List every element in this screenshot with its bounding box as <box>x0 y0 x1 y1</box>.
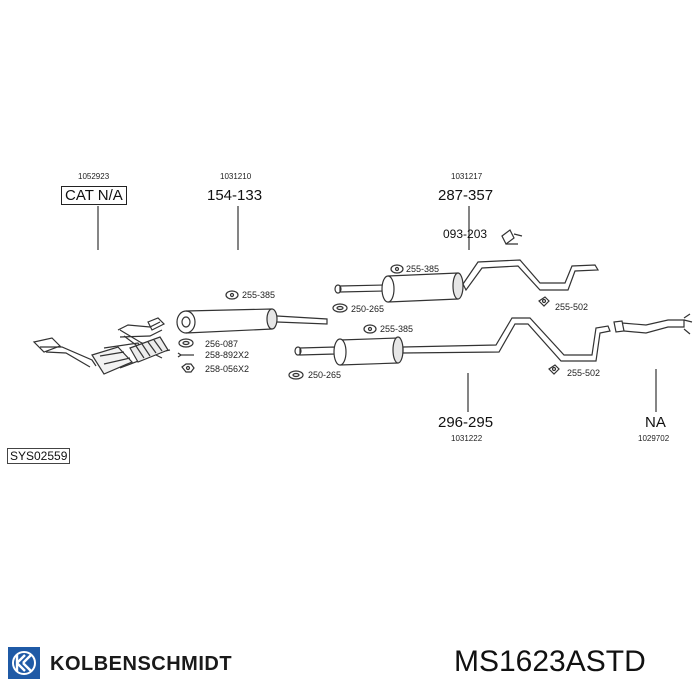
part-label-255-502-b: 255-502 <box>567 368 601 378</box>
rear-upper-code: 287-357 <box>438 187 494 204</box>
catalyst-code: CAT N/A <box>61 186 127 205</box>
rear-lower-code: 296-295 <box>438 414 494 431</box>
hanger-icon-a <box>538 296 550 307</box>
lower-rear-silencer-part <box>294 317 611 366</box>
gasket-icon-c <box>178 338 194 348</box>
part-label-258-892: 258-892X2 <box>205 350 250 360</box>
kolbenschmidt-logo-icon <box>8 647 40 679</box>
gasket-icon-a <box>332 303 348 313</box>
rear-lower-ref: 1031222 <box>451 434 483 443</box>
part-label-255-385-c: 255-385 <box>380 324 414 334</box>
front-silencer-part <box>176 308 328 334</box>
system-id: SYS02559 <box>7 448 71 464</box>
front-pipe-ref: 1031210 <box>220 172 252 181</box>
part-label-250-265-b: 250-265 <box>308 370 342 380</box>
tail-pipe-part <box>613 313 693 335</box>
part-label-258-056: 258-056X2 <box>205 364 250 374</box>
bolt-icon <box>177 352 194 358</box>
tail-ref: 1029702 <box>638 434 670 443</box>
clamp-icon-a <box>225 290 239 300</box>
rear-upper-ref: 1031217 <box>451 172 483 181</box>
part-label-255-385-a: 255-385 <box>242 290 276 300</box>
catalyst-part <box>91 342 147 375</box>
part-label-093-203: 093-203 <box>443 227 488 241</box>
hanger-icon-c <box>501 229 523 245</box>
hanger-icon-b <box>548 364 560 375</box>
brand-name: KOLBENSCHMIDT <box>50 653 233 675</box>
nut-icon <box>181 363 195 373</box>
tail-code: NA <box>645 414 666 431</box>
part-label-256-087: 256-087 <box>205 339 239 349</box>
part-label-255-385-b: 255-385 <box>406 264 440 274</box>
clamp-icon-c <box>363 324 377 334</box>
front-pipe-code: 154-133 <box>207 187 263 204</box>
gasket-icon-b <box>288 370 304 380</box>
part-label-250-265-a: 250-265 <box>351 304 385 314</box>
article-number: MS1623ASTD <box>454 645 646 678</box>
manifold-part <box>32 317 171 368</box>
upper-rear-silencer-part <box>334 259 600 303</box>
part-label-255-502-a: 255-502 <box>555 302 589 312</box>
flex-pipe-part <box>129 336 169 363</box>
catalyst-ref: 1052923 <box>78 172 110 181</box>
clamp-icon-b <box>390 264 404 274</box>
